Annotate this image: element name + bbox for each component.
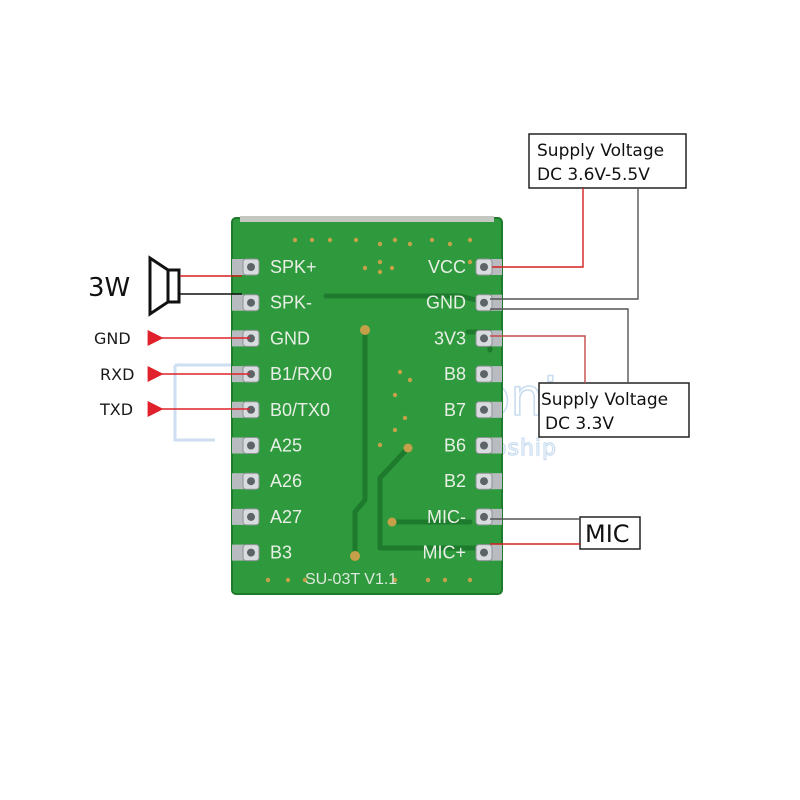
shield-edge	[240, 216, 494, 222]
mic-callout: MIC	[490, 516, 641, 550]
mic-box	[579, 516, 641, 550]
supply-5v-box	[528, 133, 687, 189]
speaker-icon	[166, 268, 181, 304]
pad-left-spk	[232, 258, 260, 276]
pad-hole	[480, 477, 488, 486]
pad-left-spk	[232, 294, 260, 312]
supply-3v3-line1: Supply Voltage	[541, 390, 668, 410]
supply-3v3-line2: DC 3.3V	[545, 414, 614, 434]
pin-label-left-spk: SPK+	[270, 257, 317, 277]
pad-hole	[247, 441, 255, 450]
pin-label-left-a27: A27	[270, 507, 302, 527]
gnd-ext-label: GND	[94, 329, 131, 348]
pad-hole	[480, 334, 488, 343]
pin-label-left-b1-rx0: B1/RX0	[270, 364, 332, 384]
pad-hole	[247, 263, 255, 271]
pin-label-right-b6: B6	[444, 436, 466, 456]
pad-hole	[480, 263, 488, 271]
pin-label-left-spk: SPK-	[270, 293, 312, 313]
pin-label-left-a26: A26	[270, 471, 302, 491]
supply-5v-line1: Supply Voltage	[537, 141, 664, 161]
pad-hole	[480, 512, 488, 521]
pin-label-right-mic: MIC-	[427, 507, 466, 527]
pad-right-b8	[475, 365, 502, 383]
v33-wire	[490, 335, 586, 383]
gnd-5v-wire	[490, 188, 639, 300]
pad-right-b7	[475, 401, 502, 419]
test-pad	[403, 443, 413, 453]
pad-left-a27	[232, 508, 260, 526]
supply-5v-line2: DC 3.6V-5.5V	[537, 165, 650, 185]
txd-ext-label: TXD	[99, 400, 133, 419]
pin-label-right-b7: B7	[444, 400, 466, 420]
gnd-3v3-wire	[490, 308, 629, 383]
supply-3v3-callout: Supply Voltage DC 3.3V	[490, 308, 690, 438]
test-pad	[360, 325, 370, 335]
test-pad	[387, 517, 397, 527]
pin-label-right-b2: B2	[444, 471, 466, 491]
pad-hole	[247, 298, 255, 307]
pad-hole	[247, 548, 255, 557]
pad-hole	[480, 370, 488, 379]
pad-left-a26	[232, 472, 260, 490]
left-signals: GND RXD TXD	[94, 329, 250, 419]
pad-hole	[247, 477, 255, 486]
pad-layer	[232, 258, 502, 562]
pad-hole	[480, 548, 488, 557]
pad-hole	[247, 512, 255, 521]
pin-label-right-mic: MIC+	[422, 543, 466, 563]
speaker-rating-label: 3W	[88, 273, 130, 303]
pad-left-b3	[232, 544, 260, 562]
pad-right-mic	[475, 544, 502, 562]
pin-label-right-3v3: 3V3	[434, 328, 466, 348]
pin-label-right-vcc: VCC	[428, 257, 466, 277]
pcb-vias	[265, 237, 473, 583]
pin-label-left-gnd: GND	[270, 328, 310, 348]
vcc-wire	[492, 188, 584, 268]
pad-hole	[247, 334, 255, 343]
pin-label-left-b3: B3	[270, 543, 292, 563]
pad-hole	[480, 441, 488, 450]
pad-hole	[480, 405, 488, 414]
mic-label: MIC	[585, 520, 630, 548]
pad-right-3v3	[475, 329, 502, 347]
pad-hole	[247, 405, 255, 414]
supply-5v-callout: Supply Voltage DC 3.6V-5.5V	[490, 133, 687, 300]
speaker-wires	[180, 275, 242, 295]
pad-left-a25	[232, 437, 260, 454]
pin-label-left-b0-tx0: B0/TX0	[270, 400, 330, 420]
test-pad	[350, 551, 360, 561]
pad-right-mic	[475, 508, 502, 526]
pad-right-b6	[475, 437, 502, 454]
pin-label-right-gnd: GND	[426, 293, 466, 313]
module-version: SU-03T V1.1	[305, 571, 397, 588]
pad-right-b2	[475, 472, 502, 490]
speaker-cone	[148, 255, 170, 317]
speaker: 3W	[88, 255, 181, 317]
pin-label-left-a25: A25	[270, 436, 302, 456]
pin-label-right-b8: B8	[444, 364, 466, 384]
pad-hole	[480, 298, 488, 307]
supply-3v3-box	[538, 382, 690, 438]
pad-hole	[247, 370, 255, 379]
pcb-traces	[323, 293, 493, 559]
rxd-ext-label: RXD	[100, 365, 134, 384]
